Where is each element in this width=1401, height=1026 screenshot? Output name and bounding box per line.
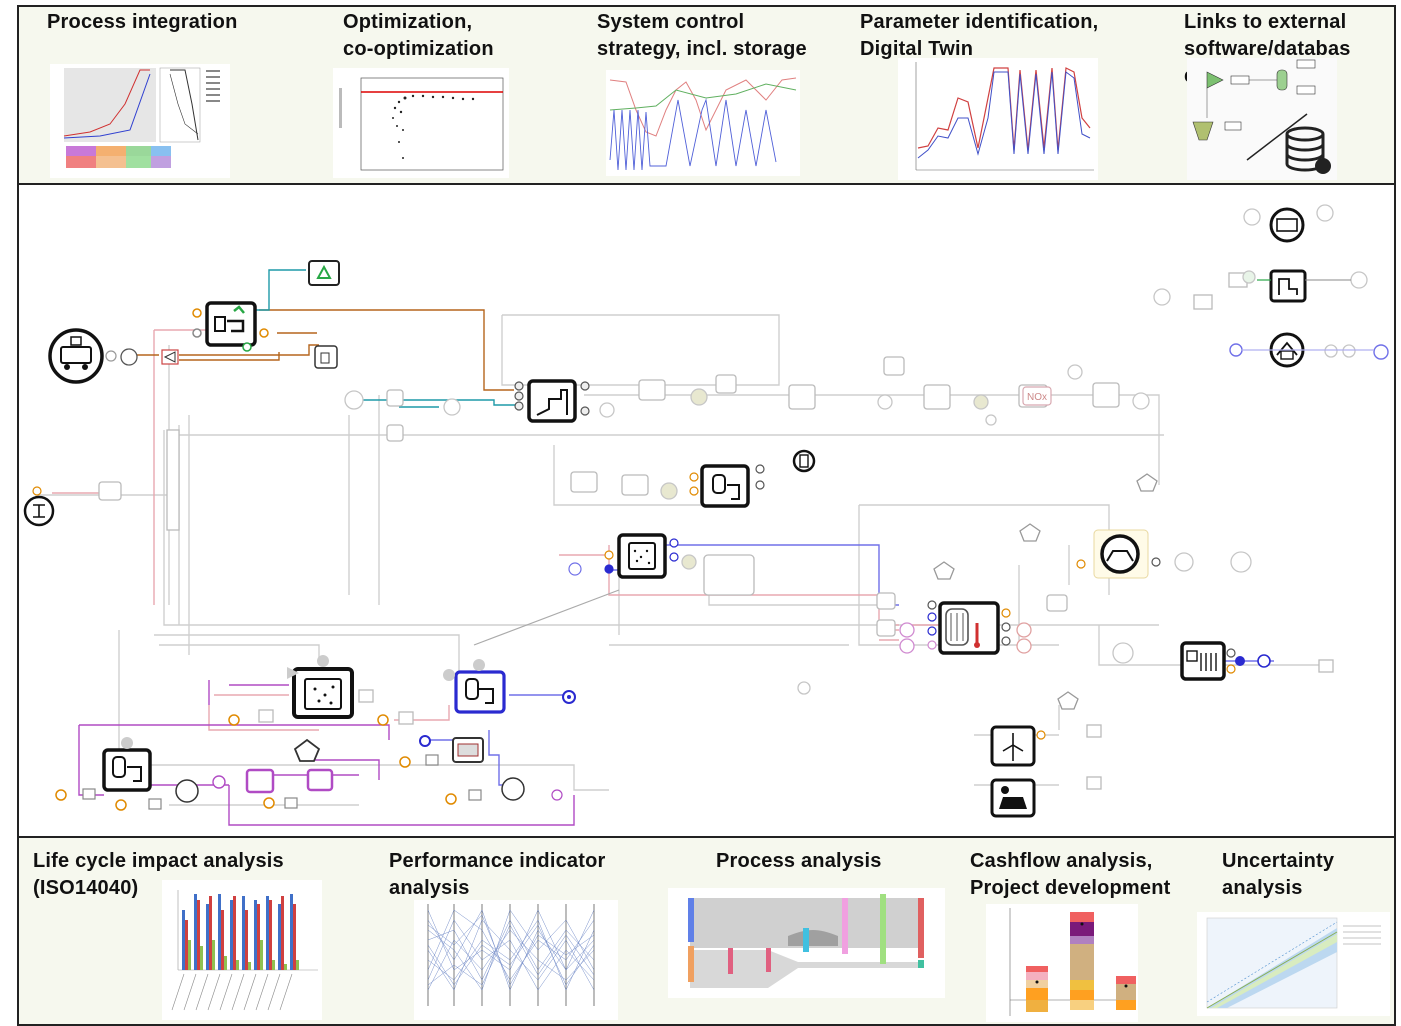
recycling-sink[interactable] bbox=[308, 260, 340, 286]
purple-mixer-unit[interactable] bbox=[306, 768, 334, 792]
caption-system-control: System control strategy, incl. storage bbox=[597, 11, 807, 60]
nox-label: NOx bbox=[1027, 392, 1047, 403]
parameter-identification-thumbnail bbox=[898, 58, 1098, 180]
chp-engine-unit[interactable] bbox=[1093, 529, 1149, 579]
caption-performance-indicator: Performance indicator analysis bbox=[389, 850, 606, 899]
flowsheet-diagram: NOx bbox=[23, 204, 1389, 826]
pump-icon-2[interactable] bbox=[501, 777, 525, 801]
caption-process-analysis: Process analysis bbox=[716, 850, 882, 872]
caption-life-cycle: Life cycle impact analysis (ISO14040) bbox=[33, 850, 284, 899]
bin-unit[interactable] bbox=[314, 345, 338, 369]
teal-pipes bbox=[249, 269, 519, 408]
purple-separator-unit[interactable] bbox=[245, 768, 275, 794]
uncertainty-thumbnail bbox=[1197, 912, 1390, 1016]
truck-source-node[interactable] bbox=[48, 328, 104, 384]
life-cycle-thumbnail bbox=[162, 880, 322, 1020]
cashflow-thumbnail bbox=[986, 904, 1138, 1022]
wind-turbine-unit[interactable] bbox=[990, 725, 1036, 767]
heat-exchanger-unit[interactable] bbox=[1180, 641, 1226, 681]
pump-icon[interactable] bbox=[175, 779, 199, 803]
caption-cashflow: Cashflow analysis, Project development bbox=[970, 850, 1171, 899]
energy-ports bbox=[55, 714, 457, 811]
pentagon-markers bbox=[293, 473, 1158, 762]
process-analysis-thumbnail bbox=[668, 888, 945, 998]
caption-uncertainty: Uncertainty analysis bbox=[1222, 850, 1335, 899]
utility-grid-node[interactable] bbox=[1269, 269, 1307, 303]
chimney-node[interactable] bbox=[792, 449, 816, 473]
external-links-thumbnail bbox=[1187, 58, 1337, 180]
optimization-thumbnail bbox=[333, 68, 509, 178]
digester-unit[interactable] bbox=[938, 601, 1000, 655]
caption-optimization: Optimization, co-optimization bbox=[343, 11, 494, 60]
source-terminal[interactable] bbox=[23, 495, 55, 527]
caption-process-integration: Process integration bbox=[47, 11, 238, 33]
process-flowsheet-canvas[interactable]: NOx bbox=[17, 183, 1396, 838]
faded-components bbox=[98, 272, 1334, 790]
utility-electric-node[interactable] bbox=[1269, 207, 1305, 243]
caption-parameter-identification: Parameter identification, Digital Twin bbox=[860, 11, 1099, 60]
secondary-reactor-unit[interactable] bbox=[102, 748, 152, 792]
filter-press-unit[interactable] bbox=[292, 667, 354, 719]
system-control-thumbnail bbox=[606, 70, 800, 176]
sorting-unit[interactable] bbox=[205, 301, 257, 347]
performance-indicator-thumbnail bbox=[414, 900, 618, 1020]
storage-tank-unit[interactable] bbox=[617, 533, 667, 579]
blue-reactor-unit[interactable] bbox=[454, 670, 506, 714]
boiler-unit[interactable] bbox=[700, 464, 750, 508]
solar-panel-unit[interactable] bbox=[990, 778, 1036, 818]
process-integration-thumbnail bbox=[50, 64, 230, 178]
incinerator-unit[interactable] bbox=[527, 379, 577, 423]
faded-circle-ports bbox=[344, 204, 1368, 695]
